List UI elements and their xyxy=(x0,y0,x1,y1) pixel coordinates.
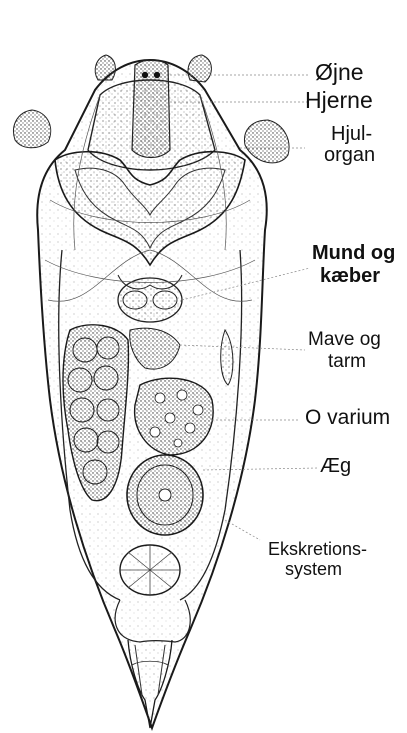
label-aeg: Æg xyxy=(320,456,351,477)
right-antenna-tuft xyxy=(188,55,211,82)
label-ekskretion-line1: Ekskretions- xyxy=(268,540,367,559)
label-mund-line1: Mund og xyxy=(312,243,395,264)
label-ovarium: O varium xyxy=(305,407,390,429)
label-mund-line2: kæber xyxy=(320,266,380,287)
label-hjerne: Hjerne xyxy=(305,88,373,112)
left-antenna-tuft xyxy=(95,55,115,80)
label-mave-line1: Mave og xyxy=(308,330,381,350)
egg xyxy=(127,455,203,535)
label-hjulorgan-line2: organ xyxy=(324,145,375,166)
right-eye xyxy=(154,72,160,78)
right-cilia-tuft xyxy=(244,120,289,163)
brain-column xyxy=(132,60,170,158)
label-hjulorgan-line1: Hjul- xyxy=(331,124,372,145)
left-cilia-tuft xyxy=(14,110,51,148)
bladder xyxy=(120,545,180,595)
label-ekskretion-line2: system xyxy=(285,560,342,579)
label-ojne: Øjne xyxy=(315,60,364,84)
left-eye xyxy=(142,72,148,78)
label-mave-line2: tarm xyxy=(328,352,366,372)
